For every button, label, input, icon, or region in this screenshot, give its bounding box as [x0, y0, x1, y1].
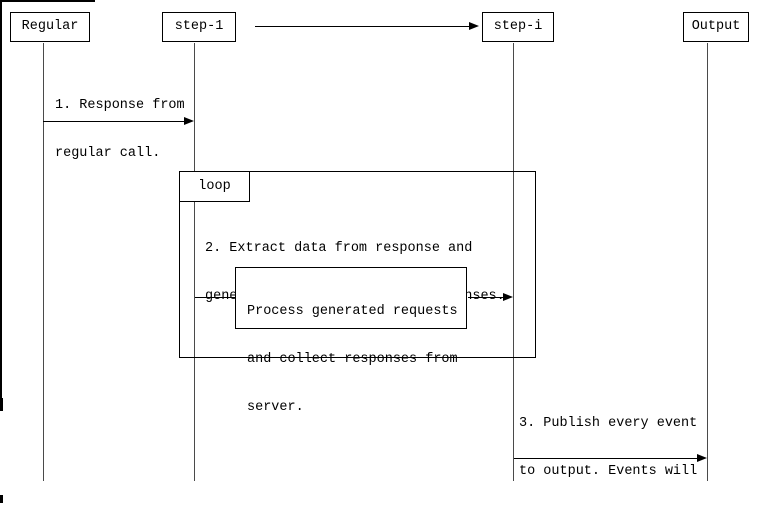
process-box-line-3: server.	[247, 400, 304, 415]
loop-fragment	[179, 171, 536, 358]
window-edge-left	[0, 0, 2, 410]
window-edge-left-mark-bottom	[0, 495, 3, 503]
actor-box-regular: Regular	[10, 12, 90, 42]
window-edge-top	[0, 0, 95, 2]
message-2-line-1: 2. Extract data from response and	[205, 241, 473, 256]
chain-arrow-line	[255, 26, 469, 27]
loop-label-text: loop	[198, 179, 231, 194]
actor-box-output: Output	[683, 12, 749, 42]
lifeline-regular	[43, 43, 44, 481]
process-arrow-line	[468, 297, 503, 298]
message-1-line-2: regular call.	[55, 146, 161, 161]
process-connector-line	[195, 297, 235, 298]
message-3-line-2: to output. Events will	[519, 464, 698, 479]
process-box: Process generated requests and collect r…	[235, 267, 467, 415]
message-1-arrow-head-icon	[184, 117, 194, 125]
message-3-arrow-head-icon	[697, 454, 707, 462]
process-box-line-1: Process generated requests	[247, 304, 458, 319]
message-3-line-1: 3. Publish every event	[519, 416, 698, 431]
actor-box-step-1: step-1	[162, 12, 236, 42]
lifeline-output	[707, 43, 708, 481]
actor-label-step-i: step-i	[493, 19, 543, 34]
actor-box-step-i: step-i	[482, 12, 554, 42]
lifeline-step-1	[194, 43, 195, 481]
actor-label-step-1: step-1	[174, 19, 224, 34]
message-3-text: 3. Publish every event to output. Events…	[519, 384, 705, 508]
process-arrow-head-icon	[503, 293, 513, 301]
process-box-line-2: and collect responses from	[247, 352, 458, 367]
chain-arrow-head-icon	[469, 22, 479, 30]
actor-label-output: Output	[691, 19, 741, 34]
message-1-line-1: 1. Response from	[55, 98, 185, 113]
message-3-arrow-line	[514, 458, 697, 459]
message-1-arrow-line	[43, 121, 184, 122]
actor-label-regular: Regular	[21, 19, 79, 34]
message-1-text: 1. Response from regular call.	[55, 66, 185, 194]
loop-fragment-label: loop	[179, 171, 250, 202]
window-edge-left-mark	[0, 398, 3, 411]
lifeline-step-i	[513, 43, 514, 481]
